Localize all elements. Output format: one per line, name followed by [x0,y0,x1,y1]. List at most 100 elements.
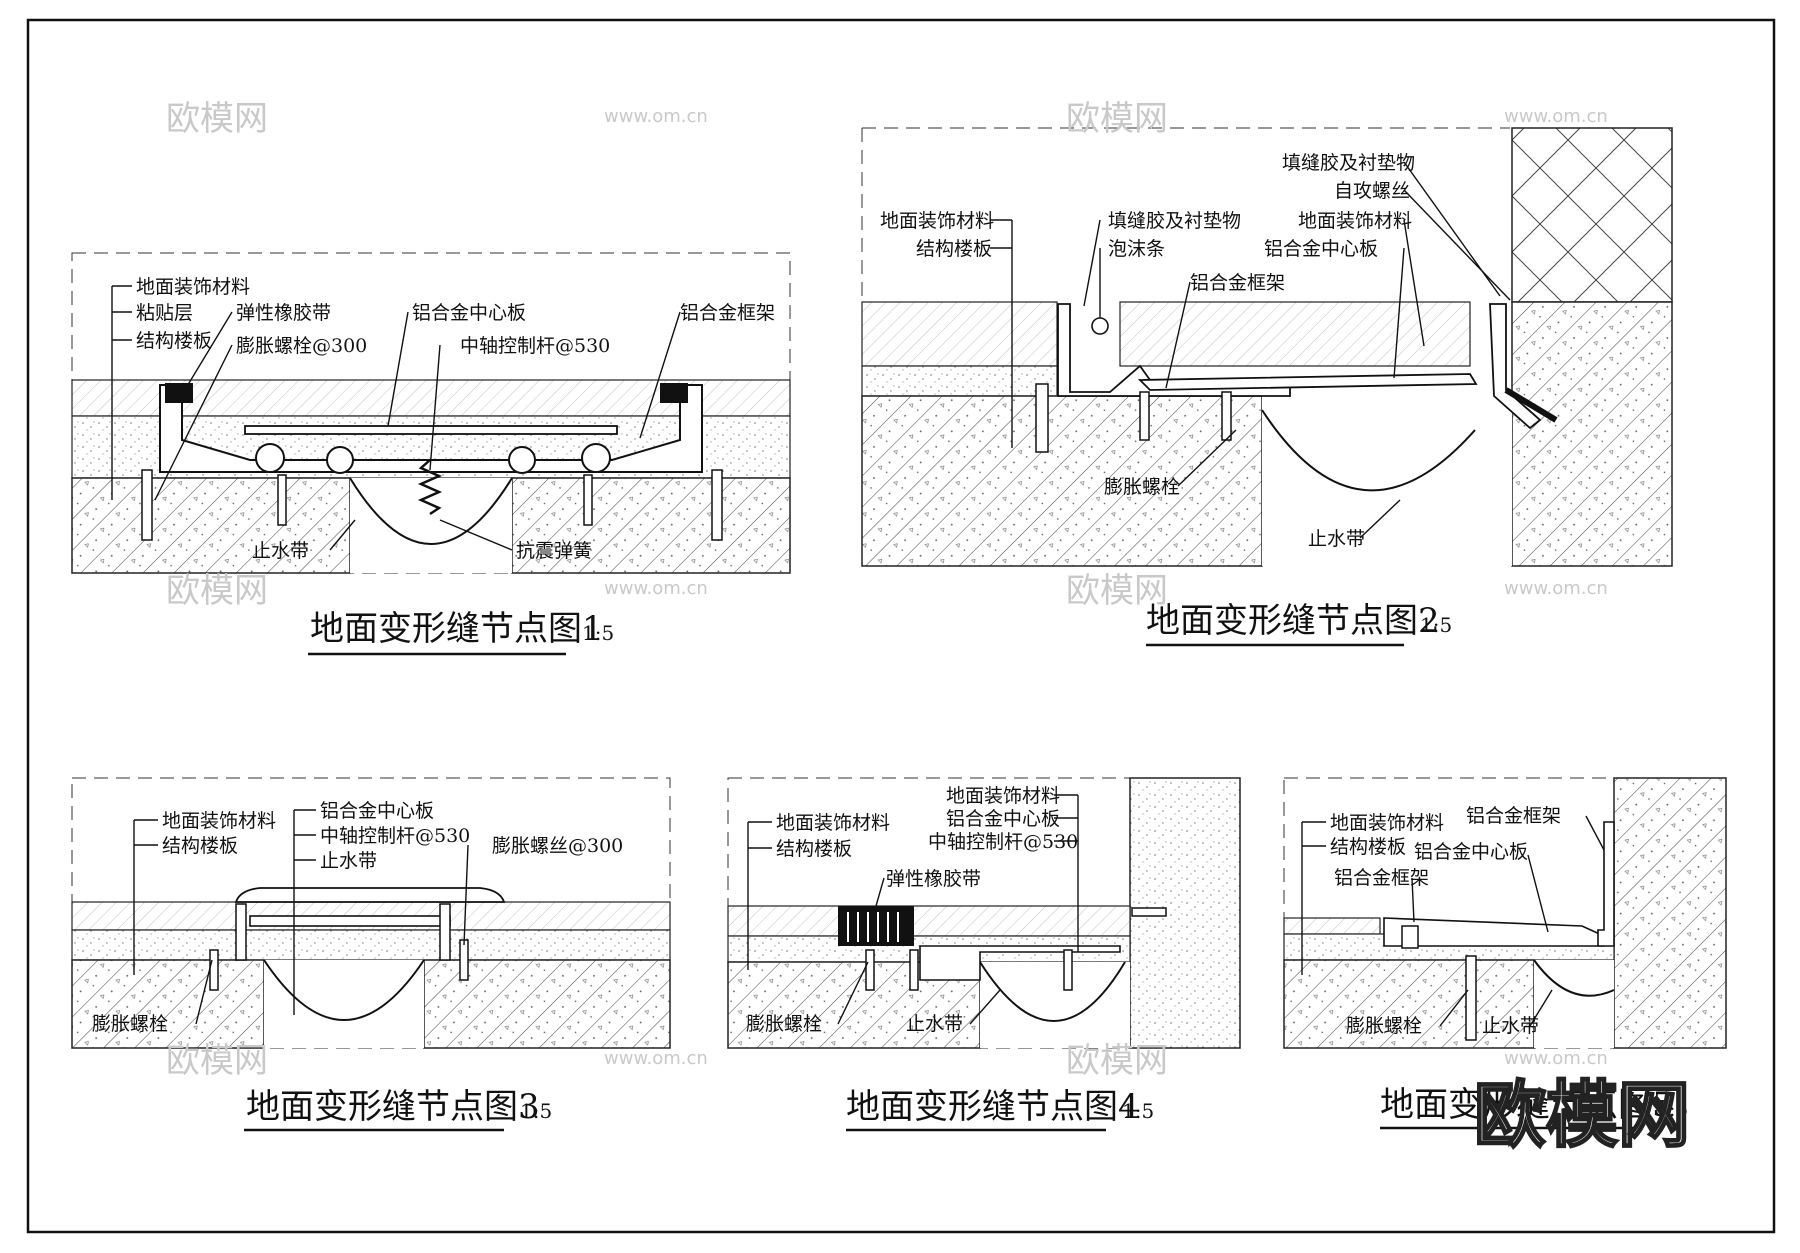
label-d4-1: 结构楼板 [776,838,852,860]
watermark-url: www.om.cn [1504,578,1608,599]
label-d3-3: 中轴控制杆@530 [320,825,470,847]
label-d3-6: 膨胀螺栓 [92,1013,168,1035]
center-plate [1137,373,1478,391]
anchor-bolt [141,469,153,541]
anchor-bolt [209,949,219,991]
label-d4-5: 弹性橡胶带 [886,868,981,890]
label-d4-6: 膨胀螺栓 [746,1013,822,1035]
watermark-logo: 欧模网 [1066,99,1168,139]
label-d5-5: 膨胀螺栓 [1346,1015,1422,1037]
drawing-title-2: 地面变形缝节点图2 [1146,601,1440,641]
label-d1-4: 膨胀螺栓@300 [236,335,367,357]
watermark-url: www.om.cn [604,106,708,127]
label-d5-2: 铝合金框架 [1466,805,1561,827]
center-plate [244,425,618,435]
watermark-logo: 欧模网 [166,571,268,611]
wall-frame [1489,303,1542,430]
label-d2-7: 地面装饰材料 [1298,210,1412,232]
waterstop [979,961,1126,1022]
label-d3-0: 地面装饰材料 [162,810,276,832]
label-d5-4: 铝合金框架 [1334,867,1429,889]
anchor-bolt [1035,383,1049,453]
finish-layer [1283,917,1381,935]
drawing-title-1: 地面变形缝节点图1 [310,609,604,649]
foam-strip [1091,317,1109,335]
drawing-title-5: 地面变形缝节点图5 [1380,1085,1674,1125]
anchor-bolt [1063,949,1073,991]
leader-lines [1301,815,1605,1027]
wall-frame [1597,821,1615,947]
drawing-3: 地面装饰材料 结构楼板 铝合金中心板 中轴控制杆@530 止水带 膨胀螺丝@30… [71,777,671,1132]
wall-anchor [1131,907,1167,917]
label-d1-7: 铝合金框架 [680,302,775,324]
label-d3-1: 结构楼板 [162,835,238,857]
label-d1-8: 止水带 [252,540,309,562]
label-d3-5: 膨胀螺丝@300 [492,835,623,857]
tile-wall [1511,127,1673,303]
label-d4-2: 地面装饰材料 [946,785,1060,807]
bedding-left [861,365,1058,397]
label-d4-3: 铝合金中心板 [946,808,1060,830]
label-d2-9: 膨胀螺栓 [1104,476,1180,498]
watermark-url: www.om.cn [1504,106,1608,127]
rubber-ribs [847,912,899,942]
rubber-strip [838,906,914,946]
watermark-layer: 欧模网 www.om.cn 欧模网 www.om.cn 欧模网 www.om.c… [166,99,1691,1158]
anchor-bolt [1139,391,1150,441]
watermark-url: www.om.cn [604,578,708,599]
anchor-bolt [1221,391,1232,441]
label-d3-2: 铝合金中心板 [320,800,434,822]
leader-lines [133,809,469,1025]
label-d4-4: 中轴控制杆@530 [928,831,1078,853]
anchor-bolt [583,474,593,526]
watermark-logo: 欧模网 [1066,1041,1168,1081]
center-plate [919,945,1121,981]
slab-right [511,477,791,574]
watermark-logo: 欧模网 [166,1041,268,1081]
leader-lines [747,794,1079,1025]
label-d2-10: 止水带 [1308,528,1365,550]
slab-left [71,959,265,1049]
frame-left [235,903,247,961]
anchor-bolt [865,949,875,991]
drawing-4: 地面装饰材料 结构楼板 地面装饰材料 铝合金中心板 中轴控制杆@530 弹性橡胶… [727,777,1241,1132]
wall-right [1511,301,1673,567]
bearing [255,443,285,473]
frame-right [439,903,451,961]
bedding-layer [71,929,671,961]
label-d1-1: 粘贴层 [136,302,193,324]
label-d4-0: 地面装饰材料 [776,812,890,834]
label-d4-7: 止水带 [906,1013,963,1035]
anchor-bolt [909,949,919,991]
rubber-strip-left [165,383,193,403]
drawing-1: 地面装饰材料 粘贴层 结构楼板 弹性橡胶带 膨胀螺栓@300 铝合金中心板 中轴… [71,252,791,656]
watermark-big-logo: 欧模网 [1474,1073,1690,1157]
drawing-scale-2: 1:5 [1420,613,1452,637]
watermark-logo: 欧模网 [1066,571,1168,611]
anchor-bolt [459,939,469,981]
joint-gap [350,478,512,573]
joint-gap [980,962,1130,1048]
label-d1-9: 抗震弹簧 [516,540,592,562]
anchor-bolt [1465,955,1477,1041]
seismic-spring [417,459,443,516]
label-d2-4: 铝合金框架 [1190,272,1285,294]
label-d2-1: 结构楼板 [916,238,992,260]
leader-lines [990,161,1511,539]
drawing-scale-1: 1:5 [582,621,614,645]
label-d1-6: 中轴控制杆@530 [460,335,610,357]
drawing-scale-3: 1:5 [520,1099,552,1123]
label-d2-3: 泡沫条 [1108,238,1165,260]
label-d5-6: 止水带 [1482,1015,1539,1037]
drawing-title-3: 地面变形缝节点图3 [246,1087,540,1127]
label-d5-1: 结构楼板 [1330,836,1406,858]
label-d1-2: 结构楼板 [136,330,212,352]
label-d2-0: 地面装饰材料 [880,210,994,232]
drawing-scale-5: 1:5 [1656,1097,1688,1121]
label-d3-4: 止水带 [320,850,377,872]
anchor-bolt [277,474,287,526]
cover-plate [234,887,506,903]
drawing-2: 地面装饰材料 结构楼板 填缝胶及衬垫物 泡沫条 铝合金框架 填缝胶及衬垫物 自攻… [861,127,1673,647]
leader-lines [111,285,681,551]
